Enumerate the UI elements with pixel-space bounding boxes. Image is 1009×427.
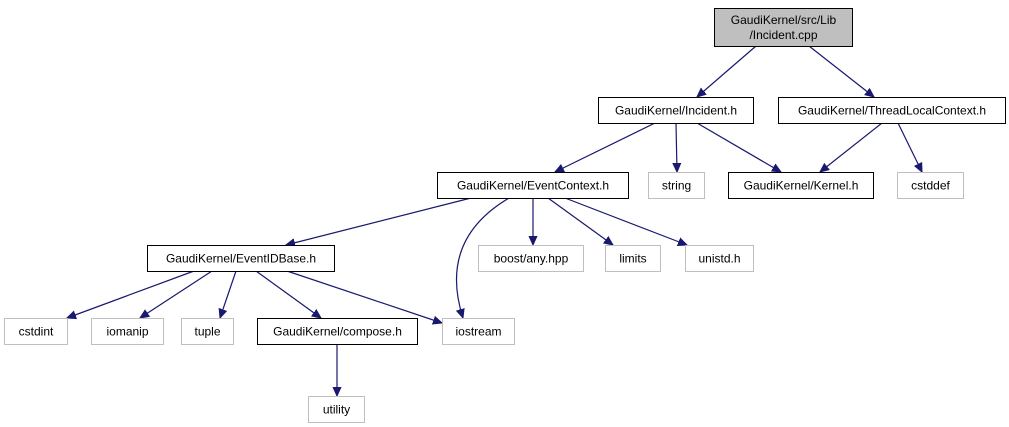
node-cstddef: cstddef bbox=[897, 172, 964, 199]
node-string: string bbox=[648, 172, 705, 199]
node-tuple: tuple bbox=[181, 318, 234, 345]
node-label: GaudiKernel/EventContext.h bbox=[457, 179, 609, 193]
node-label: utility bbox=[323, 403, 350, 417]
node-label: iomanip bbox=[106, 325, 148, 339]
node-kernel-h[interactable]: GaudiKernel/Kernel.h bbox=[728, 172, 874, 199]
edge-threadlocal-h-to-cstddef bbox=[897, 122, 922, 172]
node-incident-cpp[interactable]: GaudiKernel/src/Lib/Incident.cpp bbox=[714, 8, 853, 47]
node-incident-h[interactable]: GaudiKernel/Incident.h bbox=[598, 97, 754, 124]
node-label: boost/any.hpp bbox=[494, 252, 569, 266]
node-box bbox=[728, 172, 874, 199]
edge-eventidbase-h-to-cstdint bbox=[67, 270, 195, 318]
edge-incident-cpp-to-incident-h bbox=[697, 45, 757, 97]
node-box bbox=[685, 245, 754, 272]
edge-eventidbase-h-to-compose-h bbox=[255, 270, 321, 318]
edge-incident-h-to-string bbox=[676, 122, 677, 172]
edge-eventcontext-h-to-iostream bbox=[456, 197, 510, 318]
node-label: GaudiKernel/ThreadLocalContext.h bbox=[798, 104, 986, 118]
node-label: GaudiKernel/Kernel.h bbox=[744, 179, 859, 193]
node-box bbox=[648, 172, 705, 199]
node-label: GaudiKernel/src/Lib bbox=[731, 13, 837, 27]
node-eventidbase-h[interactable]: GaudiKernel/EventIDBase.h bbox=[147, 245, 335, 272]
node-label: cstddef bbox=[911, 179, 950, 193]
node-box bbox=[778, 97, 1006, 124]
node-box bbox=[442, 318, 515, 345]
node-box bbox=[897, 172, 964, 199]
node-box bbox=[91, 318, 164, 345]
node-label: iostream bbox=[455, 325, 501, 339]
edge-incident-cpp-to-threadlocal-h bbox=[808, 45, 874, 97]
edge-eventcontext-h-to-eventidbase-h bbox=[286, 197, 472, 245]
edges-layer bbox=[67, 45, 922, 396]
node-label: GaudiKernel/compose.h bbox=[273, 325, 402, 339]
node-box bbox=[598, 97, 754, 124]
node-label: cstdint bbox=[19, 325, 54, 339]
node-iostream: iostream bbox=[442, 318, 515, 345]
edge-incident-h-to-eventcontext-h bbox=[555, 122, 656, 172]
node-utility: utility bbox=[308, 396, 365, 423]
node-box bbox=[147, 245, 335, 272]
edge-eventcontext-h-to-unistd bbox=[564, 197, 687, 245]
edge-eventidbase-h-to-iostream bbox=[286, 270, 442, 323]
node-iomanip: iomanip bbox=[91, 318, 164, 345]
node-boost-any: boost/any.hpp bbox=[478, 245, 584, 272]
edge-incident-h-to-kernel-h bbox=[696, 122, 781, 172]
node-box bbox=[478, 245, 584, 272]
node-label: limits bbox=[619, 252, 646, 266]
node-label: unistd.h bbox=[698, 252, 740, 266]
node-box bbox=[714, 8, 853, 47]
node-label: GaudiKernel/EventIDBase.h bbox=[166, 252, 316, 266]
node-label: tuple bbox=[194, 325, 220, 339]
node-limits: limits bbox=[605, 245, 661, 272]
node-unistd: unistd.h bbox=[685, 245, 754, 272]
node-box bbox=[181, 318, 234, 345]
node-threadlocal-h[interactable]: GaudiKernel/ThreadLocalContext.h bbox=[778, 97, 1006, 124]
node-label: string bbox=[662, 179, 691, 193]
node-eventcontext-h[interactable]: GaudiKernel/EventContext.h bbox=[437, 172, 629, 199]
node-label: GaudiKernel/Incident.h bbox=[615, 104, 737, 118]
edge-threadlocal-h-to-kernel-h bbox=[820, 122, 883, 172]
node-label: /Incident.cpp bbox=[749, 28, 817, 42]
edge-eventidbase-h-to-iomanip bbox=[140, 270, 213, 318]
edge-eventidbase-h-to-tuple bbox=[220, 270, 237, 318]
edge-eventcontext-h-to-limits bbox=[547, 197, 613, 245]
node-box bbox=[257, 318, 418, 345]
node-cstdint: cstdint bbox=[4, 318, 68, 345]
node-box bbox=[4, 318, 68, 345]
nodes-layer: GaudiKernel/src/Lib/Incident.cppGaudiKer… bbox=[4, 8, 1006, 423]
node-box bbox=[308, 396, 365, 423]
node-box bbox=[605, 245, 661, 272]
node-compose-h[interactable]: GaudiKernel/compose.h bbox=[257, 318, 418, 345]
node-box bbox=[437, 172, 629, 199]
